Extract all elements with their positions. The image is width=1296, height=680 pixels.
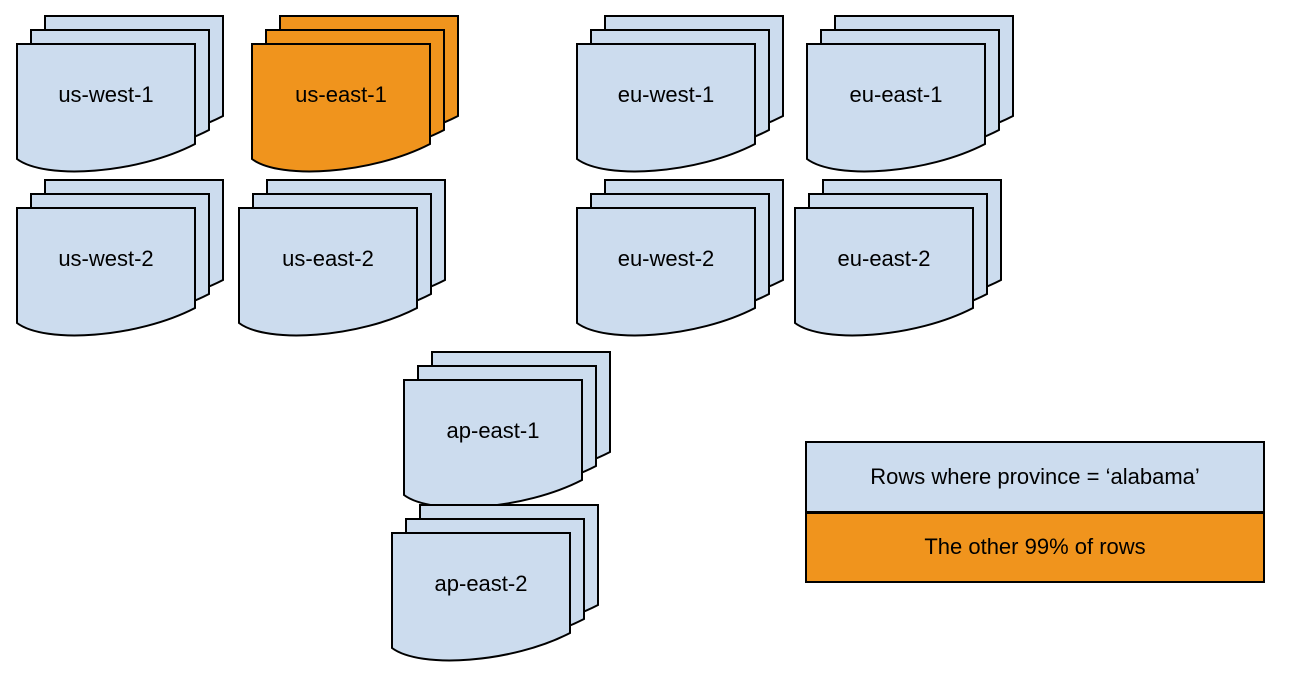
legend-item-alabama-rows: Rows where province = ‘alabama’ (807, 443, 1263, 514)
document-shape-front (16, 43, 196, 173)
doc-stack-us-west-1: us-west-1 (15, 14, 225, 182)
doc-stack-eu-east-1: eu-east-1 (805, 14, 1015, 182)
document-shape-front (576, 207, 756, 337)
doc-stack-ap-east-2: ap-east-2 (390, 503, 600, 671)
document-shape-front (403, 379, 583, 509)
doc-stack-eu-east-2: eu-east-2 (793, 178, 1003, 346)
legend-item-label: The other 99% of rows (924, 534, 1146, 560)
doc-stack-ap-east-1: ap-east-1 (402, 350, 612, 518)
document-shape-front (806, 43, 986, 173)
legend: Rows where province = ‘alabama’ The othe… (805, 441, 1265, 583)
document-shape-front (238, 207, 418, 337)
document-shape-front (16, 207, 196, 337)
document-shape-front (794, 207, 974, 337)
document-shape-front (391, 532, 571, 662)
doc-stack-us-west-2: us-west-2 (15, 178, 225, 346)
doc-stack-eu-west-1: eu-west-1 (575, 14, 785, 182)
document-shape-front (251, 43, 431, 173)
legend-item-label: Rows where province = ‘alabama’ (870, 463, 1200, 489)
doc-stack-us-east-2: us-east-2 (237, 178, 447, 346)
document-shape-front (576, 43, 756, 173)
doc-stack-us-east-1: us-east-1 (250, 14, 460, 182)
legend-item-other-rows: The other 99% of rows (807, 513, 1263, 581)
doc-stack-eu-west-2: eu-west-2 (575, 178, 785, 346)
